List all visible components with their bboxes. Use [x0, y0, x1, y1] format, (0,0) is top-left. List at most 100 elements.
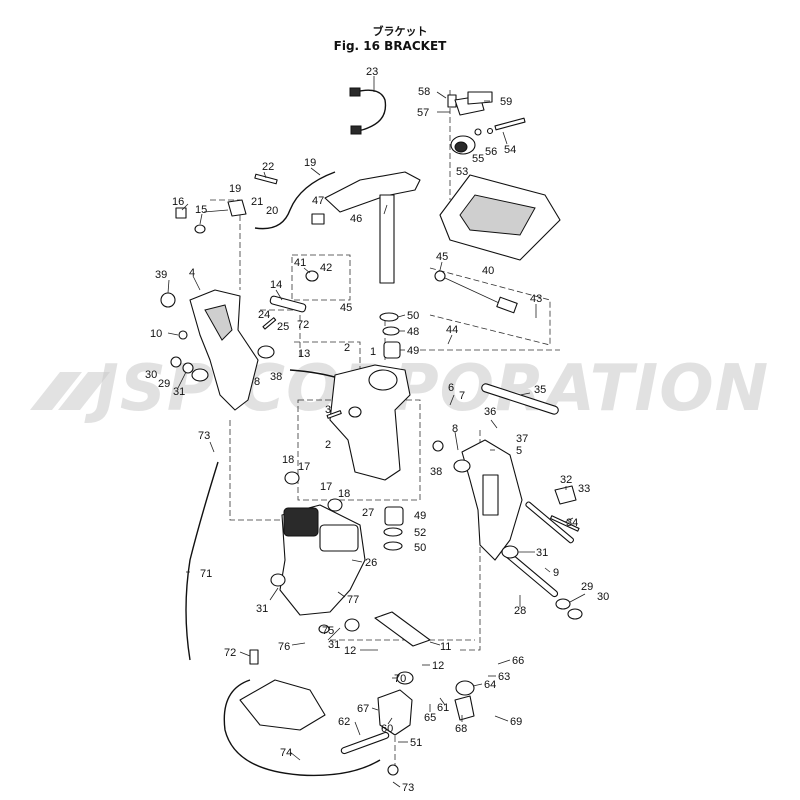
jsp-logo-mark — [30, 372, 110, 410]
callout-69: 69 — [510, 716, 522, 728]
washer-15 — [194, 224, 206, 234]
cable-71 — [185, 461, 219, 661]
callout-40: 40 — [482, 265, 494, 277]
bushing-31d — [344, 618, 360, 632]
connector-23b — [350, 125, 362, 135]
callout-32: 32 — [560, 474, 572, 486]
callout-31d: 31 — [328, 639, 340, 651]
callout-60: 60 — [381, 723, 393, 735]
tie-rod-end-40 — [496, 296, 518, 314]
callout-49b: 49 — [414, 510, 426, 522]
callout-61: 61 — [437, 702, 449, 714]
trim-motor — [283, 507, 319, 537]
callout-2b: 2 — [325, 439, 331, 451]
bushing-49b — [384, 506, 404, 526]
callout-63: 63 — [498, 671, 510, 683]
callout-48: 48 — [407, 326, 419, 338]
adjust-plate-5 — [482, 474, 499, 516]
washer-75 — [318, 624, 330, 634]
part-32 — [554, 485, 577, 505]
callout-20: 20 — [266, 205, 278, 217]
callout-71: 71 — [200, 568, 212, 580]
callout-62: 62 — [338, 716, 350, 728]
callout-34: 34 — [566, 517, 578, 529]
callout-35: 35 — [534, 384, 546, 396]
figure-title: Fig. 16 BRACKET — [334, 39, 447, 53]
title-japanese: ブラケット — [373, 24, 428, 38]
callout-23: 23 — [366, 66, 378, 78]
callout-29b: 29 — [581, 581, 593, 593]
callout-1: 1 — [370, 346, 376, 358]
washer-30 — [170, 356, 182, 368]
washer-29 — [182, 362, 194, 374]
callout-21: 21 — [251, 196, 263, 208]
bolt-54 — [494, 117, 526, 131]
watermark: JSP CORPORATION — [30, 352, 769, 426]
callout-9: 9 — [553, 567, 559, 579]
callout-77: 77 — [347, 594, 359, 606]
bushing-17a — [284, 471, 300, 485]
washer-50b — [383, 541, 403, 551]
stern-bracket-4 — [189, 289, 259, 411]
callout-47: 47 — [312, 195, 324, 207]
bracket-19 — [227, 199, 247, 217]
part-64 — [455, 680, 475, 696]
callout-19b: 19 — [229, 183, 241, 195]
bushing-8a — [257, 345, 275, 359]
pin-10 — [178, 330, 188, 340]
callout-14: 14 — [270, 279, 282, 291]
callout-38a: 38 — [270, 371, 282, 383]
part-68 — [454, 695, 475, 721]
callout-16: 16 — [172, 196, 184, 208]
callout-74: 74 — [280, 747, 292, 759]
callout-7: 7 — [459, 390, 465, 402]
callout-12a: 12 — [344, 645, 356, 657]
callout-50a: 50 — [407, 310, 419, 322]
callout-13: 13 — [298, 348, 310, 360]
callout-67: 67 — [357, 703, 369, 715]
washer-29b — [555, 598, 571, 610]
bushing-17b — [327, 498, 343, 512]
callout-12b: 12 — [432, 660, 444, 672]
callout-37: 37 — [516, 433, 528, 445]
cables — [185, 89, 387, 777]
callout-68: 68 — [455, 723, 467, 735]
callout-2a: 2 — [344, 342, 350, 354]
callout-44: 44 — [446, 324, 458, 336]
callout-66: 66 — [512, 655, 524, 667]
callout-41: 41 — [294, 257, 306, 269]
callout-31b: 31 — [256, 603, 268, 615]
callout-10: 10 — [150, 328, 162, 340]
washer-30b — [567, 608, 583, 620]
callout-27: 27 — [362, 507, 374, 519]
callout-4: 4 — [189, 267, 195, 279]
swivel-bracket-1 — [329, 364, 411, 481]
callout-24: 24 — [258, 309, 270, 321]
bushing-31b — [270, 573, 286, 587]
callout-5: 5 — [516, 445, 522, 457]
callout-3: 3 — [325, 404, 331, 416]
plate-11 — [374, 611, 431, 647]
connector-23a — [349, 87, 361, 97]
leader-lines — [167, 76, 586, 788]
shaft-35 — [481, 383, 559, 415]
callout-45b: 45 — [340, 302, 352, 314]
callout-33: 33 — [578, 483, 590, 495]
lower-mount-60 — [377, 689, 413, 736]
watermark-text: JSP CORPORATION — [84, 352, 769, 426]
cable-74 — [223, 679, 381, 777]
callout-53: 53 — [456, 166, 468, 178]
part-53-mount — [450, 127, 494, 155]
part-47 — [311, 213, 325, 225]
callout-49a: 49 — [407, 345, 419, 357]
callout-54: 54 — [504, 144, 516, 156]
callout-18b: 18 — [338, 488, 350, 500]
callout-22: 22 — [262, 161, 274, 173]
callout-59: 59 — [500, 96, 512, 108]
part-42 — [305, 270, 319, 282]
callout-65: 65 — [424, 712, 436, 724]
callout-31a: 31 — [173, 386, 185, 398]
bushing-49 — [383, 341, 401, 359]
callout-75: 75 — [322, 625, 334, 637]
